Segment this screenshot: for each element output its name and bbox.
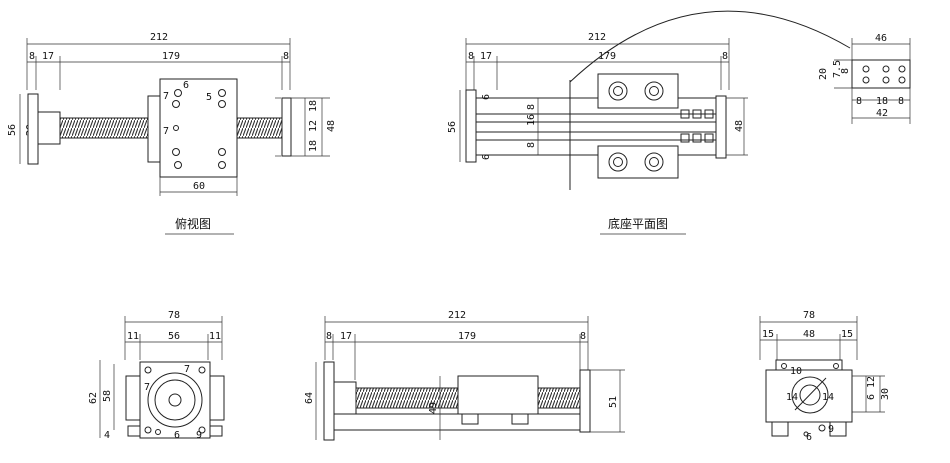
svg-text:7: 7: [184, 364, 190, 375]
svg-text:6: 6: [481, 94, 492, 100]
base-body: [475, 97, 717, 156]
svg-text:7: 7: [163, 91, 169, 102]
side-right-plate: [579, 369, 591, 433]
side-rail: [333, 413, 581, 431]
front-view: 78 11 56 11 62 58 4 7 7 6 9: [88, 310, 225, 441]
svg-text:16: 16: [526, 114, 537, 126]
svg-text:6: 6: [806, 432, 812, 443]
svg-text:8: 8: [898, 96, 904, 107]
lead-screw-left: [59, 117, 161, 139]
svg-text:7: 7: [163, 126, 169, 137]
svg-text:30: 30: [880, 388, 891, 400]
svg-text:49: 49: [428, 402, 439, 414]
svg-text:78: 78: [803, 310, 815, 321]
base-plan-detail: 46 20 7.5 8 8 18 8 42: [818, 33, 911, 124]
side-left-plate: [323, 361, 335, 441]
svg-text:58: 58: [102, 390, 113, 402]
side-view: 212 8 17 179 8 64 49 51: [304, 310, 625, 441]
side-carriage: [457, 375, 539, 415]
carriage-holes: [172, 89, 226, 169]
svg-text:212: 212: [588, 32, 606, 43]
svg-text:179: 179: [458, 331, 476, 342]
svg-text:8: 8: [840, 68, 851, 74]
svg-text:6: 6: [183, 80, 189, 91]
svg-text:7: 7: [144, 382, 150, 393]
dim-top-left-seg: 17: [42, 51, 54, 62]
svg-text:8: 8: [856, 96, 862, 107]
svg-text:11: 11: [127, 331, 139, 342]
svg-text:48: 48: [734, 120, 745, 132]
svg-text:179: 179: [598, 51, 616, 62]
svg-text:9: 9: [828, 424, 834, 435]
svg-text:6: 6: [481, 154, 492, 160]
svg-text:42: 42: [876, 108, 888, 119]
svg-text:6: 6: [174, 430, 180, 441]
svg-text:8: 8: [580, 331, 586, 342]
svg-text:5: 5: [206, 92, 212, 103]
svg-text:15: 15: [762, 329, 774, 340]
end-view: 78 15 48 15 14 14 10 6 9 12 6 30: [759, 310, 891, 443]
svg-text:78: 78: [168, 310, 180, 321]
svg-text:8: 8: [326, 331, 332, 342]
top-view: 212 8 17 179 8 56 20 7 6 5 7: [7, 32, 337, 235]
svg-text:17: 17: [340, 331, 352, 342]
svg-text:18: 18: [876, 96, 888, 107]
svg-text:15: 15: [841, 329, 853, 340]
svg-text:48: 48: [803, 329, 815, 340]
dim-top-mid: 179: [162, 51, 180, 62]
dim-top-carriage-width: 60: [193, 181, 205, 192]
svg-text:7.5: 7.5: [832, 60, 843, 78]
svg-text:212: 212: [448, 310, 466, 321]
dim-top-height: 56: [7, 124, 18, 136]
svg-text:8: 8: [526, 142, 537, 148]
svg-text:46: 46: [875, 33, 887, 44]
svg-text:12: 12: [866, 376, 877, 388]
svg-text:8: 8: [722, 51, 728, 62]
svg-text:9: 9: [196, 430, 202, 441]
svg-text:6: 6: [866, 394, 877, 400]
lead-screw-right: [236, 117, 283, 139]
svg-text:8: 8: [468, 51, 474, 62]
svg-text:56: 56: [168, 331, 180, 342]
front-end-block: [139, 361, 211, 439]
svg-text:62: 62: [88, 392, 99, 404]
right-end-plate: [281, 97, 292, 157]
svg-text:8: 8: [526, 104, 537, 110]
dim-top-right-gap: 8: [283, 51, 289, 62]
caption-top-view: 俯视图: [175, 216, 211, 231]
svg-text:4: 4: [104, 430, 110, 441]
svg-text:14: 14: [786, 392, 798, 403]
base-top-block: [597, 73, 679, 109]
dim-top-overall: 212: [150, 32, 168, 43]
svg-text:56: 56: [447, 121, 458, 133]
svg-text:64: 64: [304, 392, 315, 404]
svg-text:18: 18: [308, 100, 319, 112]
svg-text:20: 20: [818, 68, 829, 80]
caption-base-plan: 底座平面图: [608, 216, 668, 231]
svg-text:17: 17: [480, 51, 492, 62]
left-end-plate: [27, 93, 39, 165]
base-bottom-block: [597, 145, 679, 179]
svg-text:10: 10: [790, 366, 802, 377]
base-plan-view: 212 8 17 179 8 56 8 16 8 6: [447, 10, 911, 235]
svg-text:51: 51: [608, 396, 619, 408]
svg-text:12: 12: [308, 120, 319, 132]
dim-top-left-gap: 8: [29, 51, 35, 62]
svg-text:18: 18: [308, 140, 319, 152]
svg-text:14: 14: [822, 392, 834, 403]
svg-text:11: 11: [209, 331, 221, 342]
left-bearing: [37, 111, 61, 145]
svg-text:48: 48: [326, 120, 337, 132]
